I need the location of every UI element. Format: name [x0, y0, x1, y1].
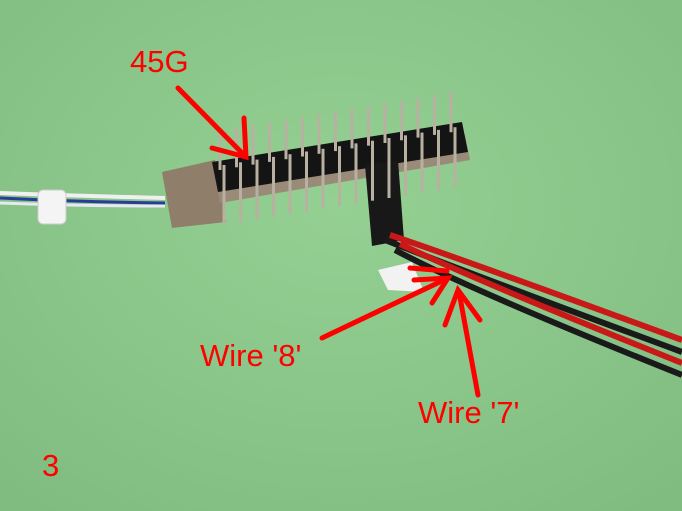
wire-7-label: Wire '7' — [418, 395, 520, 430]
red-black-wires — [378, 232, 682, 378]
arrow-to-wire-7 — [442, 284, 483, 398]
arrow-to-connector — [175, 85, 249, 161]
wire-8-label: Wire '8' — [200, 338, 302, 373]
part-label-45g: 45G — [130, 44, 189, 79]
arrow-to-wire-8 — [319, 265, 453, 341]
pcb-board — [162, 160, 226, 228]
cable-clip — [37, 189, 67, 225]
figure-number: 3 — [42, 448, 60, 483]
pin-header-connector — [212, 92, 468, 246]
blue-white-cable — [0, 189, 166, 225]
